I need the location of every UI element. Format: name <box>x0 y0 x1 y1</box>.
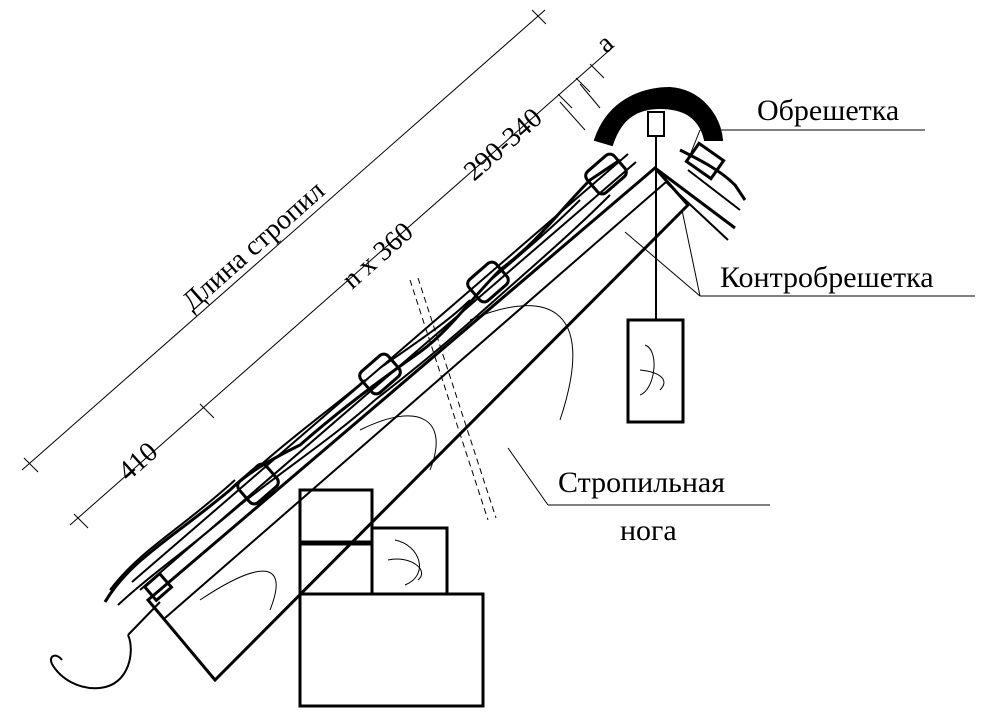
gutter-hook <box>50 601 161 690</box>
dim-top-spacing: 290-340 <box>458 102 548 187</box>
opposite-rafter <box>654 166 736 241</box>
dim-batten-spacing: n x 360 <box>336 216 419 295</box>
wall-timbers <box>298 488 485 708</box>
label-counter-batten: Контробрешетка <box>720 261 934 294</box>
dim-ridge-gap: a <box>590 27 620 59</box>
label-batten: Обрешетка <box>757 94 899 127</box>
hanging-post <box>626 318 685 424</box>
dim-eave-offset: 410 <box>112 436 164 487</box>
leader-lines <box>507 129 975 506</box>
dimension-lines <box>21 9 613 529</box>
callout-labels: Обрешетка Контробрешетка Стропильная ног… <box>558 94 934 547</box>
label-rafter-line2: нога <box>620 514 677 547</box>
break-lines <box>409 277 497 521</box>
label-rafter-line1: Стропильная <box>558 466 725 499</box>
roof-tiles <box>103 152 628 606</box>
ridge-cap <box>593 86 724 320</box>
right-slope-tiles <box>679 141 747 211</box>
dim-rafter-length: Длина стропил <box>176 175 331 317</box>
rafter <box>145 165 691 683</box>
